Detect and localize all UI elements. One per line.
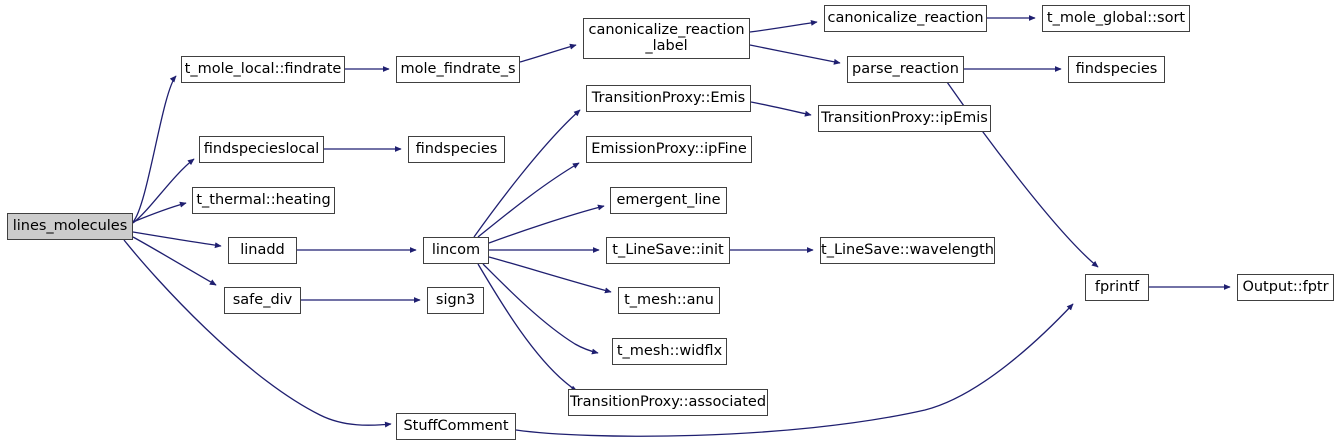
edge-canonicalize_reaction_label-to-parse_reaction (749, 44, 841, 65)
node-canonicalize_reaction_label[interactable]: canonicalize_reaction _label (583, 18, 750, 59)
node-label: TransitionProxy::Emis (591, 89, 746, 106)
node-findspecieslocal[interactable]: findspecieslocal (199, 136, 324, 163)
node-mole_findrate_s[interactable]: mole_findrate_s (396, 56, 520, 83)
node-label: t_LineSave::wavelength (821, 241, 994, 258)
edge-TransitionProxy_Emis-to-TransitionProxy_ipEmis (750, 101, 812, 117)
node-t_mesh_anu[interactable]: t_mesh::anu (618, 287, 720, 314)
edge-lincom-to-t_mesh_widflx (482, 263, 599, 355)
node-findspecies_a[interactable]: findspecies (408, 136, 505, 163)
edge-lines_molecules-to-t_mole_local_findrate (132, 75, 177, 223)
node-TransitionProxy_ipEmis[interactable]: TransitionProxy::ipEmis (818, 105, 991, 132)
node-fprintf[interactable]: fprintf (1085, 274, 1149, 301)
node-label: canonicalize_reaction (827, 9, 984, 26)
edge-lincom-to-emergent_line (488, 204, 605, 244)
edge-lincom-to-EmissionProxy_ipFine (477, 162, 580, 238)
node-label: EmissionProxy::ipFine (591, 140, 747, 157)
node-label: t_thermal::heating (196, 191, 331, 208)
node-label: lincom (431, 241, 481, 258)
node-label: Output::fptr (1242, 278, 1329, 295)
node-parse_reaction[interactable]: parse_reaction (847, 56, 964, 83)
node-label: sign3 (435, 291, 476, 308)
node-label: StuffComment (403, 417, 509, 434)
node-label: TransitionProxy::associated (569, 393, 767, 410)
node-label: t_mesh::widflx (616, 342, 723, 359)
node-TransitionProxy_Emis[interactable]: TransitionProxy::Emis (586, 85, 751, 112)
node-EmissionProxy_ipFine[interactable]: EmissionProxy::ipFine (586, 136, 752, 163)
edge-lines_molecules-to-findspecieslocal (132, 158, 195, 224)
node-findspecies_b[interactable]: findspecies (1068, 56, 1165, 83)
edge-lines_molecules-to-linadd (132, 231, 222, 249)
node-linadd[interactable]: linadd (228, 237, 297, 264)
node-safe_div[interactable]: safe_div (224, 287, 301, 314)
edge-lines_molecules-to-StuffComment (123, 239, 392, 428)
edge-StuffComment-to-fprintf (515, 303, 1074, 437)
node-t_mole_local_findrate[interactable]: t_mole_local::findrate (181, 56, 345, 83)
node-label: TransitionProxy::ipEmis (821, 109, 988, 126)
edge-lines_molecules-to-t_thermal_heating (132, 201, 187, 223)
node-label: lines_molecules (12, 217, 128, 234)
edge-parse_reaction-to-fprintf (946, 81, 1099, 268)
node-label: findspecieslocal (203, 140, 320, 157)
node-label: parse_reaction (852, 60, 959, 77)
node-label: emergent_line (616, 191, 721, 208)
node-t_LineSave_init[interactable]: t_LineSave::init (606, 237, 730, 264)
node-Output_fptr[interactable]: Output::fptr (1237, 274, 1334, 301)
node-t_thermal_heating[interactable]: t_thermal::heating (192, 187, 335, 214)
edge-lines_molecules-to-safe_div (132, 236, 217, 286)
node-TransitionProxy_associated[interactable]: TransitionProxy::associated (568, 389, 768, 416)
edge-lincom-to-TransitionProxy_associated (477, 263, 578, 392)
edge-canonicalize_reaction_label-to-canonicalize_reaction (749, 19, 818, 33)
node-lines_molecules[interactable]: lines_molecules (7, 213, 133, 240)
node-StuffComment[interactable]: StuffComment (396, 413, 516, 440)
node-label: t_mole_global::sort (1046, 9, 1186, 26)
edge-lincom-to-TransitionProxy_Emis (473, 109, 581, 238)
node-label: mole_findrate_s (400, 60, 516, 77)
node-label: linadd (240, 241, 285, 258)
node-emergent_line[interactable]: emergent_line (610, 187, 727, 214)
node-label: fprintf (1094, 278, 1140, 295)
edge-mole_findrate_s-to-canonicalize_reaction_label (519, 43, 577, 63)
node-sign3[interactable]: sign3 (427, 287, 484, 314)
node-t_mole_global_sort[interactable]: t_mole_global::sort (1042, 5, 1190, 32)
node-t_mesh_widflx[interactable]: t_mesh::widflx (612, 338, 727, 365)
node-label: findspecies (1075, 60, 1158, 77)
node-label: t_mesh::anu (624, 291, 714, 308)
node-canonicalize_reaction[interactable]: canonicalize_reaction (824, 5, 987, 32)
node-label: t_mole_local::findrate (184, 60, 342, 77)
node-lincom[interactable]: lincom (423, 237, 489, 264)
edge-lincom-to-t_mesh_anu (488, 256, 612, 294)
node-label: t_LineSave::init (612, 241, 724, 258)
node-label: safe_div (232, 291, 293, 308)
node-t_LineSave_wavelength[interactable]: t_LineSave::wavelength (820, 237, 995, 264)
node-label: canonicalize_reaction _label (588, 22, 745, 54)
node-label: findspecies (415, 140, 498, 157)
